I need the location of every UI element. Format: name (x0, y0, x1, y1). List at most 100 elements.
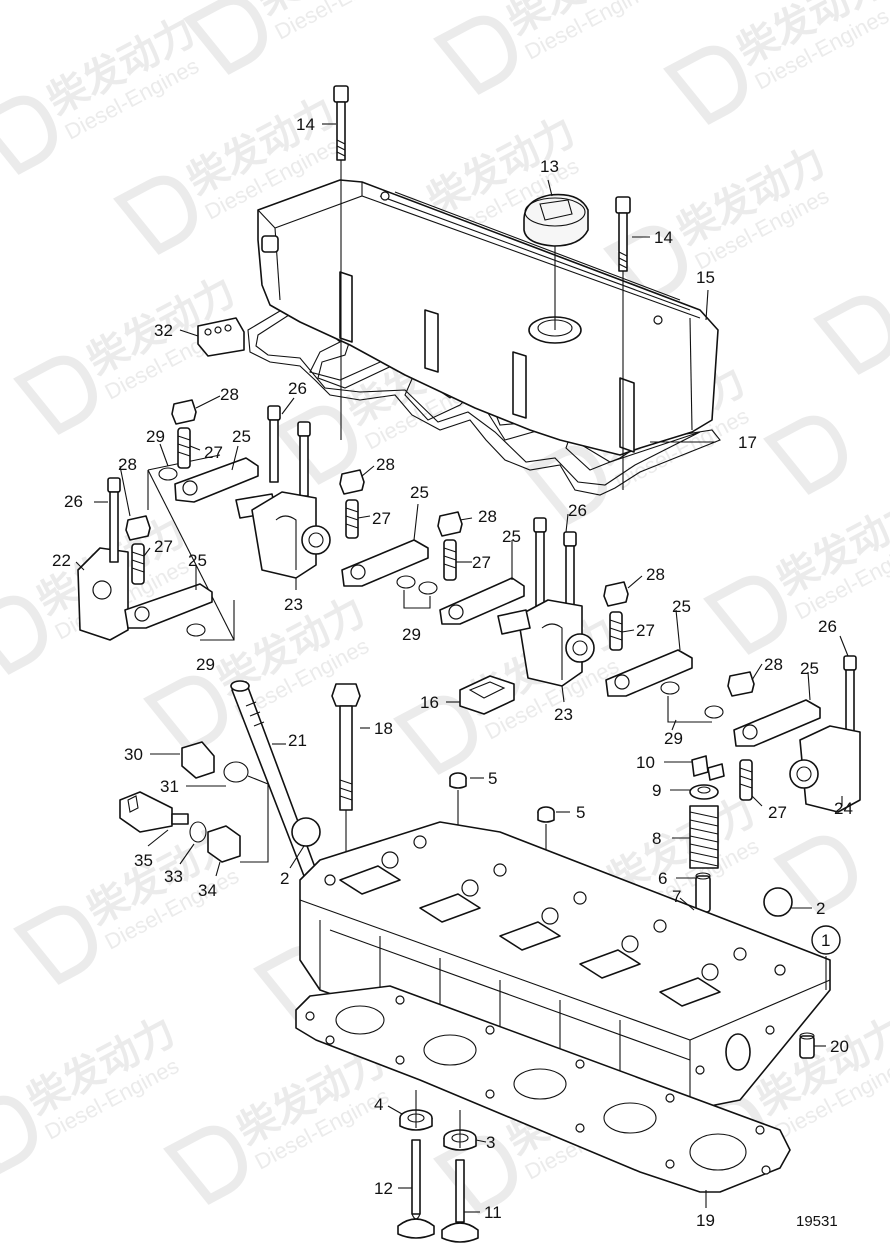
callout-2: 2 (816, 899, 825, 918)
callout-29: 29 (146, 427, 165, 446)
callout-25: 25 (410, 483, 429, 502)
callout-23: 23 (284, 595, 303, 614)
leader-lines (75, 123, 849, 1213)
callout-18: 18 (374, 719, 393, 738)
callout-27: 27 (472, 553, 491, 572)
valve-stem-seal (695, 872, 711, 913)
valve-spring (689, 805, 719, 869)
callout-25: 25 (188, 551, 207, 570)
callout-27: 27 (768, 803, 787, 822)
callout-28: 28 (764, 655, 783, 674)
callout-31: 31 (160, 777, 179, 796)
callout-13: 13 (540, 157, 559, 176)
head-gasket (295, 985, 791, 1193)
callout-14: 14 (654, 228, 673, 247)
callout-25: 25 (800, 659, 819, 678)
callout-29: 29 (196, 655, 215, 674)
callout-23: 23 (554, 705, 573, 724)
dowel-sleeve (799, 1032, 815, 1059)
callout-25: 25 (672, 597, 691, 616)
callout-26: 26 (568, 501, 587, 520)
head-bolt (331, 683, 361, 811)
oil-baffle (459, 675, 515, 715)
callout-8: 8 (652, 829, 661, 848)
core-plug-right (763, 887, 793, 917)
watermark: 柴发动力 Diesel-Engines (0, 8, 203, 175)
watermark: 柴发动力 Diesel-Engines (433, 0, 663, 95)
callout-33: 33 (164, 867, 183, 886)
core-plug-left (291, 817, 321, 847)
rocker-cover (257, 179, 719, 456)
callout-7: 7 (672, 887, 681, 906)
callout-29: 29 (664, 729, 683, 748)
callout-9: 9 (652, 781, 661, 800)
callout-24: 24 (834, 799, 853, 818)
callout-27: 27 (204, 443, 223, 462)
watermark: 柴发动力 Diesel-Engines (603, 138, 833, 305)
cylinder-head (299, 821, 831, 1111)
rocker-assembly-left (77, 399, 331, 641)
callout-34: 34 (198, 881, 217, 900)
valve-collets (691, 755, 725, 781)
callout-19: 19 (696, 1211, 715, 1230)
watermark (813, 295, 890, 375)
watermark: 柴发动力 Diesel-Engines (0, 1008, 183, 1175)
callout-circle-1 (811, 925, 841, 955)
callout-27: 27 (154, 537, 173, 556)
callout-35: 35 (134, 851, 153, 870)
callout-20: 20 (830, 1037, 849, 1056)
callout-21: 21 (288, 731, 307, 750)
callout-26: 26 (818, 617, 837, 636)
callout-28: 28 (376, 455, 395, 474)
callout-26: 26 (64, 492, 83, 511)
watermark (763, 415, 847, 495)
rocker-assembly-right (603, 581, 861, 813)
callout-28: 28 (646, 565, 665, 584)
callout-labels: 14 13 14 15 32 17 28 26 29 27 25 28 26 2… (52, 115, 853, 1230)
callout-10: 10 (636, 753, 655, 772)
watermark: 柴发动力 Diesel-Engines (703, 488, 890, 655)
callout-30: 30 (124, 745, 143, 764)
callout-32: 32 (154, 321, 173, 340)
callout-4: 4 (374, 1095, 383, 1114)
inlet-valve (441, 1159, 479, 1243)
rocker-cover-gasket-inner (255, 308, 701, 486)
valve-cap-5a (449, 772, 467, 789)
callout-11: 11 (484, 1203, 502, 1222)
callout-3: 3 (486, 1133, 495, 1152)
callout-15: 15 (696, 268, 715, 287)
callout-29: 29 (402, 625, 421, 644)
callout-26: 26 (288, 379, 307, 398)
callout-5: 5 (488, 769, 497, 788)
sender-group (119, 741, 269, 863)
figure-reference-number: 19531 (796, 1213, 838, 1230)
callout-28: 28 (118, 455, 137, 474)
callout-12: 12 (374, 1179, 393, 1198)
callout-28: 28 (478, 507, 497, 526)
rubber-block (197, 317, 245, 357)
exhaust-valve (397, 1139, 435, 1239)
watermark: 柴发动力 Diesel-Engines (163, 1038, 393, 1205)
callout-27: 27 (636, 621, 655, 640)
oil-filler-cap (523, 193, 589, 247)
rocker-assembly-center (339, 469, 595, 687)
callout-6: 6 (658, 869, 667, 888)
callout-22: 22 (52, 551, 71, 570)
callout-2: 2 (280, 869, 289, 888)
valve-cap-5b (537, 806, 555, 823)
spring-retainer (689, 784, 719, 800)
callout-25: 25 (502, 527, 521, 546)
callout-1: 1 (821, 931, 830, 950)
rocker-cover-gasket (247, 299, 721, 496)
watermark (773, 835, 857, 915)
callout-17: 17 (738, 433, 757, 452)
callout-28: 28 (220, 385, 239, 404)
callout-25: 25 (232, 427, 251, 446)
callout-27: 27 (372, 509, 391, 528)
watermark: 柴发动力 Diesel-Engines (183, 0, 413, 75)
callout-14: 14 (296, 115, 315, 134)
callout-16: 16 (420, 693, 439, 712)
watermark: 柴发动力 Diesel-Engines (663, 0, 890, 125)
callout-5: 5 (576, 803, 585, 822)
